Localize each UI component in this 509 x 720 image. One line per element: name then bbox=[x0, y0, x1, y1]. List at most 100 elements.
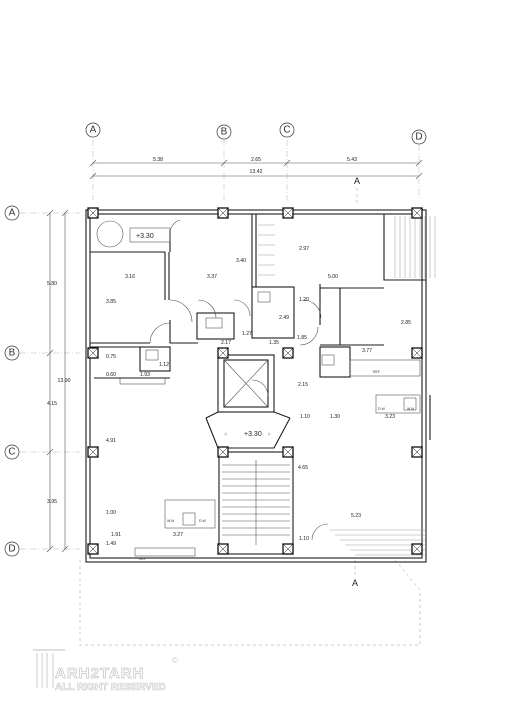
column bbox=[411, 446, 423, 458]
dim-2-15: 2.15 bbox=[298, 382, 308, 388]
watermark-copyright: © bbox=[172, 656, 178, 665]
column bbox=[217, 543, 229, 555]
column bbox=[87, 543, 99, 555]
column bbox=[411, 543, 423, 555]
grid-bubble-col-c: C bbox=[279, 122, 295, 138]
column bbox=[87, 347, 99, 359]
level-balcony-text: +3.30 bbox=[136, 233, 154, 240]
column bbox=[217, 347, 229, 359]
dim-1-91: 1.91 bbox=[111, 532, 121, 538]
dim-1-10b: 1.10 bbox=[299, 536, 309, 542]
dim-2-97: 2.97 bbox=[299, 246, 309, 252]
grid-bubble-col-d: D bbox=[411, 129, 427, 145]
column bbox=[411, 347, 423, 359]
column bbox=[411, 207, 423, 219]
wm-label: W.M bbox=[167, 519, 174, 523]
dim-1-10a: 1.10 bbox=[300, 414, 310, 420]
column-capital-logo-icon bbox=[33, 649, 65, 688]
door-swings bbox=[149, 219, 329, 541]
grid-label-row-d: D bbox=[8, 544, 15, 555]
dim-1-30: 1.30 bbox=[330, 414, 340, 420]
balcony-railing-top bbox=[394, 216, 436, 278]
column bbox=[282, 543, 294, 555]
structural-columns bbox=[87, 207, 423, 555]
dw-label: D.W bbox=[199, 519, 207, 523]
dim-1-20: 1.20 bbox=[299, 297, 309, 303]
grid-bubble-row-d: D bbox=[4, 541, 20, 557]
dim-1-93: 1.93 bbox=[140, 372, 150, 378]
grid-bubble-col-a: A bbox=[85, 122, 101, 138]
column bbox=[282, 207, 294, 219]
dim-0-75: 0.75 bbox=[106, 354, 116, 360]
dim-1-35: 1.35 bbox=[269, 340, 279, 346]
section-marker-top: A bbox=[354, 176, 360, 205]
column bbox=[87, 446, 99, 458]
grid-bubble-row-a: A bbox=[4, 205, 20, 221]
column bbox=[282, 446, 294, 458]
grid-bubble-col-b: B bbox=[216, 124, 232, 140]
dim-3-23: 3.23 bbox=[385, 414, 395, 420]
dim-1-49: 1.49 bbox=[106, 541, 116, 547]
dim-1-00: 1.00 bbox=[106, 510, 116, 516]
dim-3-27: 3.27 bbox=[173, 532, 183, 538]
exterior-walls bbox=[85, 209, 436, 563]
wm-label-right: W.M bbox=[407, 407, 414, 411]
dim-1-85: 1.85 bbox=[297, 335, 307, 341]
dim-4-65: 4.65 bbox=[298, 465, 308, 471]
watermark-tagline: ALL RIGHT RESERVED bbox=[55, 682, 166, 693]
dim-top-span-1: 5.38 bbox=[153, 157, 163, 163]
appliance-labels: REF REF W.M D.W D.W W.M bbox=[139, 370, 414, 561]
svg-text:◁: ◁ bbox=[224, 432, 228, 436]
grid-label-col-c: C bbox=[283, 125, 290, 136]
dim-left-span-2: 4.15 bbox=[47, 401, 57, 407]
dim-5-23: 5.23 bbox=[351, 513, 361, 519]
column bbox=[282, 347, 294, 359]
dim-3-40: 3.40 bbox=[236, 258, 246, 264]
watermark-brand: ARH2TARH bbox=[55, 665, 144, 682]
grid-label-row-b: B bbox=[9, 348, 16, 359]
grid-bubble-row-c: C bbox=[4, 444, 20, 460]
fixtures bbox=[96, 220, 417, 526]
dim-3-16: 3.16 bbox=[125, 274, 135, 280]
section-label-top: A bbox=[354, 176, 360, 186]
dim-2-85: 2.85 bbox=[401, 320, 411, 326]
grid-label-col-d: D bbox=[415, 132, 422, 143]
grid-label-col-a: A bbox=[90, 125, 97, 136]
grid-label-row-c: C bbox=[8, 447, 15, 458]
dim-1-12: 1.12 bbox=[159, 362, 169, 368]
dim-2-17: 2.17 bbox=[221, 340, 231, 346]
dim-left-span-1: 5.80 bbox=[47, 281, 57, 287]
dim-top-span-3: 5.43 bbox=[347, 157, 357, 163]
ref-label-right: REF bbox=[373, 370, 380, 374]
duct-hatch bbox=[258, 224, 275, 276]
level-marker-balcony: +3.30 bbox=[129, 227, 171, 243]
dim-top-total: 13.42 bbox=[250, 169, 263, 175]
dim-5-00: 5.00 bbox=[328, 274, 338, 280]
level-marker-entrance: +3.30 ◁ ▷ bbox=[224, 431, 272, 438]
dim-3-37: 3.37 bbox=[207, 274, 217, 280]
site-boundary bbox=[79, 559, 421, 646]
ref-label-left: REF bbox=[139, 557, 146, 561]
grid-bubble-row-b: B bbox=[4, 345, 20, 361]
dim-4-91: 4.91 bbox=[106, 438, 116, 444]
section-label-bottom: A bbox=[352, 578, 358, 588]
watermark-logo: ARH2TARH © ALL RIGHT RESERVED bbox=[33, 649, 178, 693]
grid-label-col-b: B bbox=[221, 127, 228, 138]
section-marker-bottom: A bbox=[352, 560, 358, 588]
dim-1-27: 1.27 bbox=[242, 331, 252, 337]
left-dimension-chain: 5.80 4.15 3.95 13.90 bbox=[46, 209, 71, 553]
grid-label-row-a: A bbox=[9, 208, 16, 219]
stair-treads bbox=[222, 460, 290, 545]
column bbox=[87, 207, 99, 219]
dim-left-span-3: 3.95 bbox=[47, 499, 57, 505]
dim-0-60: 0.60 bbox=[106, 372, 116, 378]
dim-2-49: 2.49 bbox=[279, 315, 289, 321]
balcony-railing-bottom bbox=[330, 529, 426, 556]
dim-left-total: 13.90 bbox=[58, 378, 71, 384]
column bbox=[217, 446, 229, 458]
svg-text:▷: ▷ bbox=[268, 432, 272, 436]
dim-3-77: 3.77 bbox=[362, 348, 372, 354]
dim-top-span-2: 2.65 bbox=[251, 157, 261, 163]
level-entrance-text: +3.30 bbox=[244, 431, 262, 438]
